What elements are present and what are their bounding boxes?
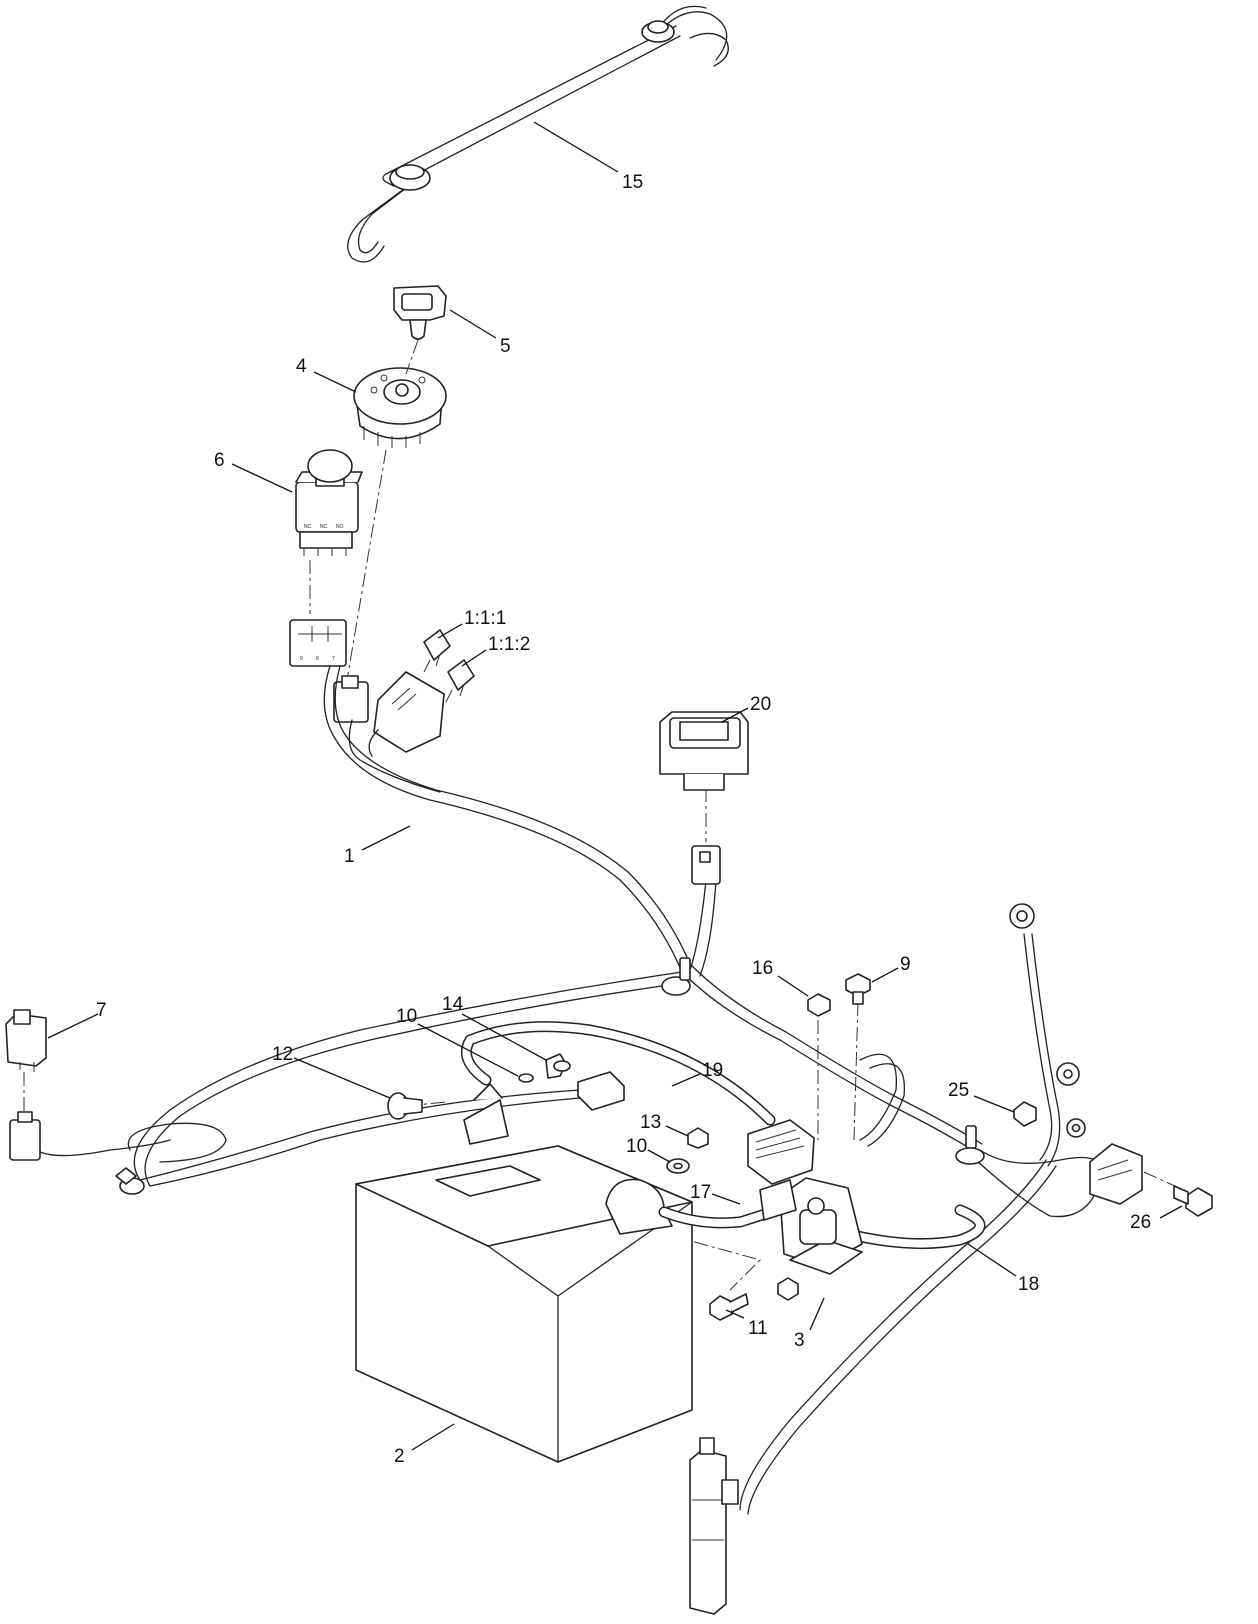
bolt-11 xyxy=(709,1293,749,1321)
terminal-boot xyxy=(605,1178,673,1235)
callout-labels: 15 5 4 6 1:1:1 1:1:2 20 1 16 9 7 14 10 1… xyxy=(96,172,1151,1467)
fuse-block xyxy=(373,671,445,753)
ignition-connector xyxy=(333,675,369,723)
relay-connector xyxy=(9,1111,41,1161)
nut-16 xyxy=(807,993,831,1017)
ring-terminal-top xyxy=(1009,903,1035,929)
wing-nut xyxy=(545,1053,571,1079)
fuse-2 xyxy=(445,659,475,703)
right-connector xyxy=(1089,1143,1143,1205)
seat-switch xyxy=(689,1437,739,1615)
carriage-bolt xyxy=(387,1092,423,1120)
alignment-line-key xyxy=(405,339,419,375)
callout-20: 20 xyxy=(750,694,771,715)
callout-13: 13 xyxy=(640,1112,661,1133)
nut-13 xyxy=(687,1127,709,1149)
terminal-connector xyxy=(577,1071,625,1111)
callout-26: 26 xyxy=(1130,1212,1151,1233)
switch-marking-no: NO xyxy=(336,524,344,530)
callout-10-lower: 10 xyxy=(626,1136,647,1157)
hour-meter-connector xyxy=(691,845,721,885)
ignition-switch xyxy=(353,367,447,448)
battery xyxy=(355,1145,693,1463)
hour-meter xyxy=(659,711,749,791)
connector-mark-7: 7 xyxy=(332,656,335,662)
starter-cable xyxy=(834,1204,986,1250)
washer-10-upper xyxy=(518,1073,534,1083)
ring-terminal-mid xyxy=(1056,1062,1080,1086)
callout-5: 5 xyxy=(500,336,511,357)
relay xyxy=(5,1009,47,1072)
fuse-1 xyxy=(423,629,451,673)
callout-2: 2 xyxy=(394,1446,405,1467)
starter-solenoid xyxy=(759,1177,863,1275)
bolt-26 xyxy=(1173,1185,1213,1217)
nut-25 xyxy=(1013,1101,1037,1127)
bolt-9 xyxy=(845,973,871,1005)
callout-17: 17 xyxy=(690,1182,711,1203)
harness-end-clip xyxy=(115,1167,145,1195)
callout-1: 1 xyxy=(344,846,355,867)
alignment-line-ignition xyxy=(345,449,387,687)
callout-6: 6 xyxy=(214,450,225,471)
harness-clip xyxy=(661,957,691,996)
alignment-line-battery xyxy=(621,1221,761,1291)
ring-terminal-low xyxy=(1066,1118,1086,1138)
callout-15: 15 xyxy=(622,172,643,193)
callout-9: 9 xyxy=(900,954,911,975)
callout-14: 14 xyxy=(442,994,464,1015)
ignition-key xyxy=(393,285,447,340)
callout-18: 18 xyxy=(1018,1274,1039,1295)
switch-marking-nc-1: NC xyxy=(304,524,312,530)
callout-12: 12 xyxy=(272,1044,293,1065)
module-connector xyxy=(747,1119,815,1185)
battery-cable xyxy=(461,1021,776,1145)
leader-lines xyxy=(47,121,1183,1451)
connector-mark-8: 8 xyxy=(316,656,319,662)
connector-mark-9: 9 xyxy=(300,656,303,662)
pto-switch: NC NC NO xyxy=(295,449,363,556)
callout-3: 3 xyxy=(794,1330,805,1351)
alignment-line-bolt-9 xyxy=(853,1001,859,1141)
washer-10-lower xyxy=(666,1158,690,1174)
switch-marking-nc-2: NC xyxy=(320,524,328,530)
callout-1-1-2: 1:1:2 xyxy=(488,634,530,655)
callout-7: 7 xyxy=(96,1000,107,1021)
callout-16: 16 xyxy=(752,958,773,979)
callout-10-upper: 10 xyxy=(396,1006,417,1027)
pto-connector: 9 8 7 xyxy=(289,619,347,667)
harness-clip-right xyxy=(955,1125,985,1165)
callout-4: 4 xyxy=(296,356,307,377)
callout-19: 19 xyxy=(702,1060,723,1081)
callout-25: 25 xyxy=(948,1080,969,1101)
bolt-solenoid xyxy=(777,1277,799,1301)
battery-hold-down-rod xyxy=(347,5,729,263)
callout-11: 11 xyxy=(748,1318,768,1339)
alignment-line-bolt-26 xyxy=(1143,1171,1189,1193)
callout-1-1-1: 1:1:1 xyxy=(464,608,506,629)
